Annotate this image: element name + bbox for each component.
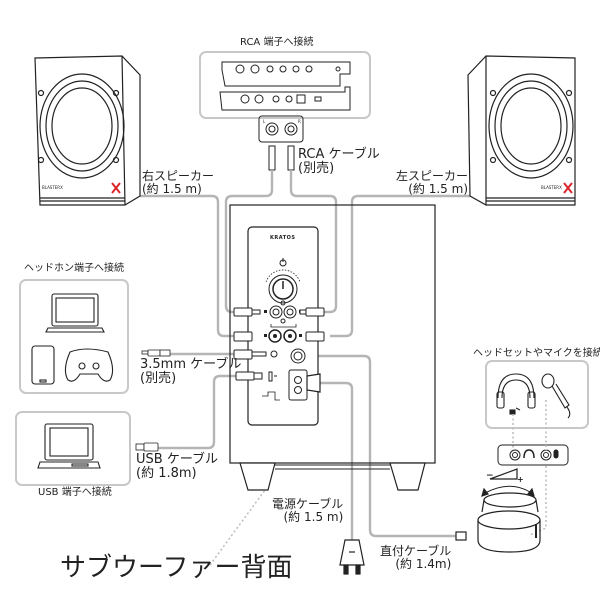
label-cable-35mm-line1: 3.5mm ケーブル bbox=[140, 357, 242, 372]
volume-pod bbox=[455, 468, 541, 553]
rca-jack-box: L R bbox=[258, 115, 304, 143]
label-power-cable-line2: (約 1.5 m) bbox=[283, 509, 344, 524]
diagram-title: サブウーファー背面 bbox=[60, 553, 293, 583]
right-speaker bbox=[34, 55, 141, 206]
label-power-cable-line1: 電源ケーブル bbox=[272, 497, 344, 511]
label-headset-mic-connect: ヘッドセットやマイクを接続 bbox=[473, 348, 600, 359]
svg-text:L: L bbox=[263, 119, 266, 124]
left-speaker-brand: BLASTERX bbox=[541, 185, 562, 190]
left-speaker bbox=[467, 55, 576, 206]
rca-plugs bbox=[268, 145, 295, 171]
label-direct-cable-line1: 直付ケーブル bbox=[380, 544, 452, 558]
rca-cable-right bbox=[289, 170, 338, 314]
label-cable-35mm-line2: (別売) bbox=[140, 370, 177, 386]
sound-card-box bbox=[199, 51, 371, 119]
rca-cable-left bbox=[224, 170, 274, 314]
label-cable-35mm: 3.5mm ケーブル (別売) bbox=[140, 358, 241, 385]
label-direct-cable: 直付ケーブル (約 1.4m) bbox=[380, 545, 451, 570]
label-usb-cable-line1: USB ケーブル bbox=[136, 452, 219, 467]
subwoofer bbox=[229, 204, 436, 491]
usb-laptop-box bbox=[15, 411, 131, 486]
label-left-speaker-line1: 左スピーカー bbox=[396, 169, 469, 183]
power-cable bbox=[320, 381, 354, 540]
cables bbox=[140, 170, 470, 540]
headset-mic-box bbox=[485, 360, 589, 429]
headphone-devices-box bbox=[19, 279, 129, 394]
direct-cable bbox=[306, 354, 460, 538]
label-usb-cable-line2: (約 1.8m) bbox=[136, 465, 197, 481]
usb-plug-icon bbox=[135, 442, 159, 452]
headset-jack-panel bbox=[497, 444, 569, 466]
label-left-speaker: 左スピーカー (約 1.5 m) bbox=[396, 170, 468, 195]
label-power-cable: 電源ケーブル (約 1.5 m) bbox=[272, 498, 343, 523]
label-right-speaker: 右スピーカー (約 1.5 m) bbox=[142, 170, 214, 195]
power-plug bbox=[339, 539, 365, 575]
label-usb-connect: USB 端子へ接続 bbox=[38, 487, 112, 498]
volume-minus: − bbox=[486, 471, 494, 481]
label-rca-cable: RCA ケーブル (別売) bbox=[298, 148, 380, 175]
label-right-speaker-line1: 右スピーカー bbox=[142, 169, 215, 183]
left-speaker-cable bbox=[330, 194, 470, 338]
label-rca-connect: RCA 端子へ接続 bbox=[240, 37, 314, 48]
panel-plugs bbox=[233, 307, 325, 381]
label-direct-cable-line2: (約 1.4m) bbox=[395, 556, 452, 571]
label-headphone-connect: ヘッドホン端子へ接続 bbox=[24, 263, 124, 274]
volume-plus: + bbox=[517, 475, 524, 484]
right-speaker-brand: BLASTERX bbox=[42, 185, 63, 190]
right-speaker-cable bbox=[140, 194, 240, 338]
label-rca-cable-line2: (別売) bbox=[298, 160, 335, 176]
usb-cable bbox=[150, 374, 240, 450]
svg-text:R: R bbox=[298, 119, 301, 124]
label-left-speaker-line2: (約 1.5 m) bbox=[408, 181, 469, 196]
label-right-speaker-line2: (約 1.5 m) bbox=[142, 181, 202, 196]
label-usb-cable: USB ケーブル (約 1.8m) bbox=[136, 453, 218, 480]
label-rca-cable-line1: RCA ケーブル bbox=[298, 147, 380, 162]
panel-brand: KRATOS bbox=[270, 235, 296, 241]
plug-35mm-icon bbox=[141, 349, 171, 357]
